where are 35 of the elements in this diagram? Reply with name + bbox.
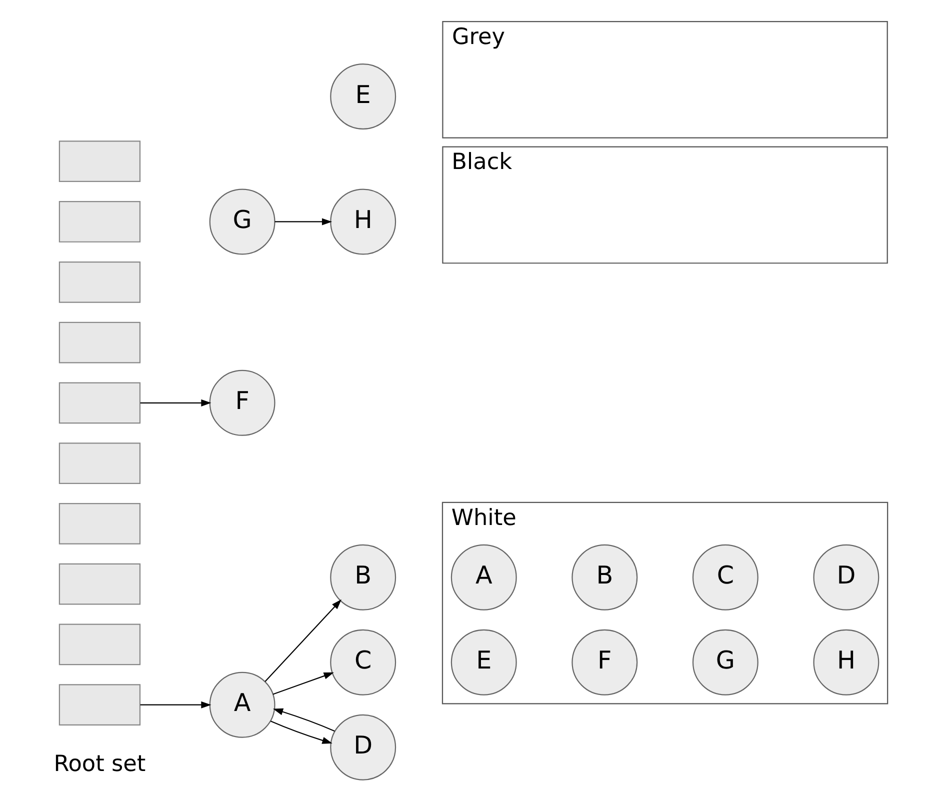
node-box bbox=[58, 140, 141, 182]
arrow bbox=[272, 708, 335, 732]
node-box bbox=[58, 261, 141, 303]
arrow bbox=[270, 720, 332, 744]
node-circle: F bbox=[209, 370, 276, 436]
node-box bbox=[58, 201, 141, 242]
node-box bbox=[58, 442, 141, 484]
label: Root set bbox=[54, 750, 146, 777]
node-circle: F bbox=[572, 629, 638, 696]
node-circle: D bbox=[330, 714, 396, 780]
node-circle: C bbox=[692, 544, 758, 610]
node-circle: A bbox=[209, 672, 276, 738]
node-circle: C bbox=[330, 629, 396, 696]
node-box bbox=[58, 684, 141, 726]
node-circle: G bbox=[692, 629, 758, 696]
node-box bbox=[58, 624, 141, 666]
node-circle: B bbox=[572, 544, 638, 610]
arrow bbox=[140, 399, 212, 406]
arrow bbox=[264, 599, 342, 682]
node-circle: H bbox=[330, 188, 396, 255]
node-box bbox=[58, 563, 141, 605]
node-box: Grey bbox=[442, 21, 888, 138]
arrow bbox=[140, 701, 212, 708]
node-circle: A bbox=[450, 544, 517, 610]
node-circle: D bbox=[813, 544, 880, 610]
node-box bbox=[58, 322, 141, 364]
arrow bbox=[272, 672, 334, 695]
node-box bbox=[58, 382, 141, 424]
node-circle: G bbox=[209, 188, 276, 255]
node-circle: E bbox=[330, 64, 396, 130]
node-box: Black bbox=[442, 146, 888, 264]
node-circle: E bbox=[450, 629, 517, 696]
node-box bbox=[58, 503, 141, 544]
arrow bbox=[274, 218, 332, 226]
node-circle: H bbox=[813, 629, 880, 696]
